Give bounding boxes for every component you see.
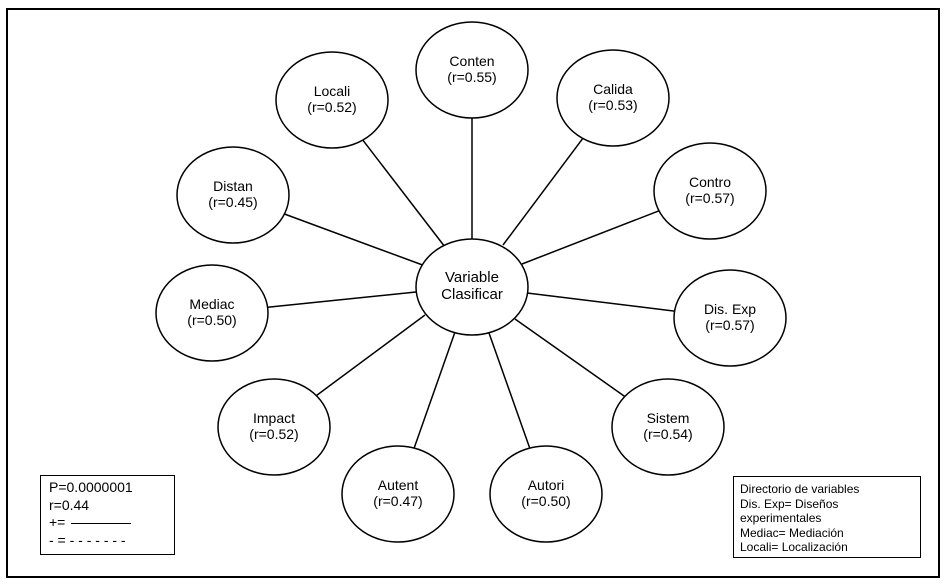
node-name: Locali — [314, 83, 351, 99]
p-value: P=0.0000001 — [49, 479, 133, 495]
node-correlation: (r=0.52) — [307, 99, 356, 115]
node-dis-exp: Dis. Exp(r=0.57) — [673, 269, 787, 367]
r-value: r=0.44 — [49, 496, 90, 513]
node-contro: Contro(r=0.57) — [653, 142, 767, 240]
node-name: Conten — [449, 53, 494, 69]
solid-line-sample — [71, 522, 132, 524]
node-autori: Autori(r=0.50) — [489, 445, 603, 543]
center-label-line2: Clasificar — [441, 286, 503, 303]
edge-contro — [521, 210, 660, 265]
node-ellipse — [217, 378, 331, 476]
node-name: Autent — [378, 477, 419, 493]
node-correlation: (r=0.57) — [685, 190, 734, 206]
positive-line-legend: += — [49, 514, 174, 532]
node-correlation: (r=0.57) — [705, 317, 754, 333]
node-ellipse — [653, 142, 767, 240]
node-name: Mediac — [189, 296, 234, 312]
directory-line: Dis. Exp= Diseños — [740, 496, 839, 511]
node-correlation: (r=0.50) — [187, 312, 236, 328]
variable-directory: Directorio de variables Dis. Exp= Diseño… — [733, 476, 921, 558]
node-impact: Impact(r=0.52) — [217, 378, 331, 476]
node-ellipse — [341, 445, 455, 543]
node-name: Sistem — [647, 410, 690, 426]
directory-title: Directorio de variables — [740, 482, 860, 496]
node-conten: Conten(r=0.55) — [415, 21, 529, 119]
node-name: Autori — [528, 477, 565, 493]
node-correlation: (r=0.54) — [643, 426, 692, 442]
node-name: Dis. Exp — [704, 301, 756, 317]
node-correlation: (r=0.55) — [447, 69, 496, 85]
node-locali: Locali(r=0.52) — [275, 51, 389, 149]
edge-autent — [413, 331, 456, 449]
directory-line: experimentales — [740, 511, 822, 525]
node-name: Calida — [593, 81, 633, 97]
directory-line: Locali= Localización — [740, 540, 848, 554]
edge-mediac — [267, 291, 417, 309]
node-mediac: Mediac(r=0.50) — [155, 264, 269, 362]
directory-line: Mediac= Mediación — [740, 525, 844, 540]
node-ellipse — [673, 269, 787, 367]
node-autent: Autent(r=0.47) — [341, 445, 455, 543]
node-name: Impact — [253, 410, 295, 426]
node-correlation: (r=0.50) — [521, 493, 570, 509]
node-correlation: (r=0.53) — [588, 97, 637, 113]
center-label-line1: Variable — [445, 269, 499, 286]
edge-dis-exp — [526, 292, 675, 312]
node-name: Contro — [689, 174, 731, 190]
negative-line-legend: - = - - - - - - - — [49, 531, 126, 548]
center-node: Variable Clasificar — [415, 238, 529, 336]
node-ellipse — [556, 49, 670, 147]
edge-sistem — [514, 318, 626, 398]
node-calida: Calida(r=0.53) — [556, 49, 670, 147]
positive-label: += — [49, 514, 66, 530]
edge-autori — [488, 332, 531, 449]
node-correlation: (r=0.45) — [208, 194, 257, 210]
node-correlation: (r=0.52) — [249, 426, 298, 442]
node-ellipse — [176, 146, 290, 244]
node-ellipse — [155, 264, 269, 362]
node-ellipse — [611, 378, 725, 476]
edge-locali — [362, 139, 446, 248]
node-ellipse — [415, 21, 529, 119]
node-correlation: (r=0.47) — [373, 493, 422, 509]
diagram-frame — [6, 8, 940, 578]
edge-calida — [502, 137, 584, 246]
node-name: Distan — [213, 178, 253, 194]
node-ellipse — [275, 51, 389, 149]
node-ellipse — [489, 445, 603, 543]
statistics-legend: P=0.0000001 r=0.44 += - = - - - - - - - — [40, 475, 175, 555]
edge-distan — [284, 213, 429, 268]
node-sistem: Sistem(r=0.54) — [611, 378, 725, 476]
node-distan: Distan(r=0.45) — [176, 146, 290, 244]
edge-impact — [315, 314, 426, 397]
